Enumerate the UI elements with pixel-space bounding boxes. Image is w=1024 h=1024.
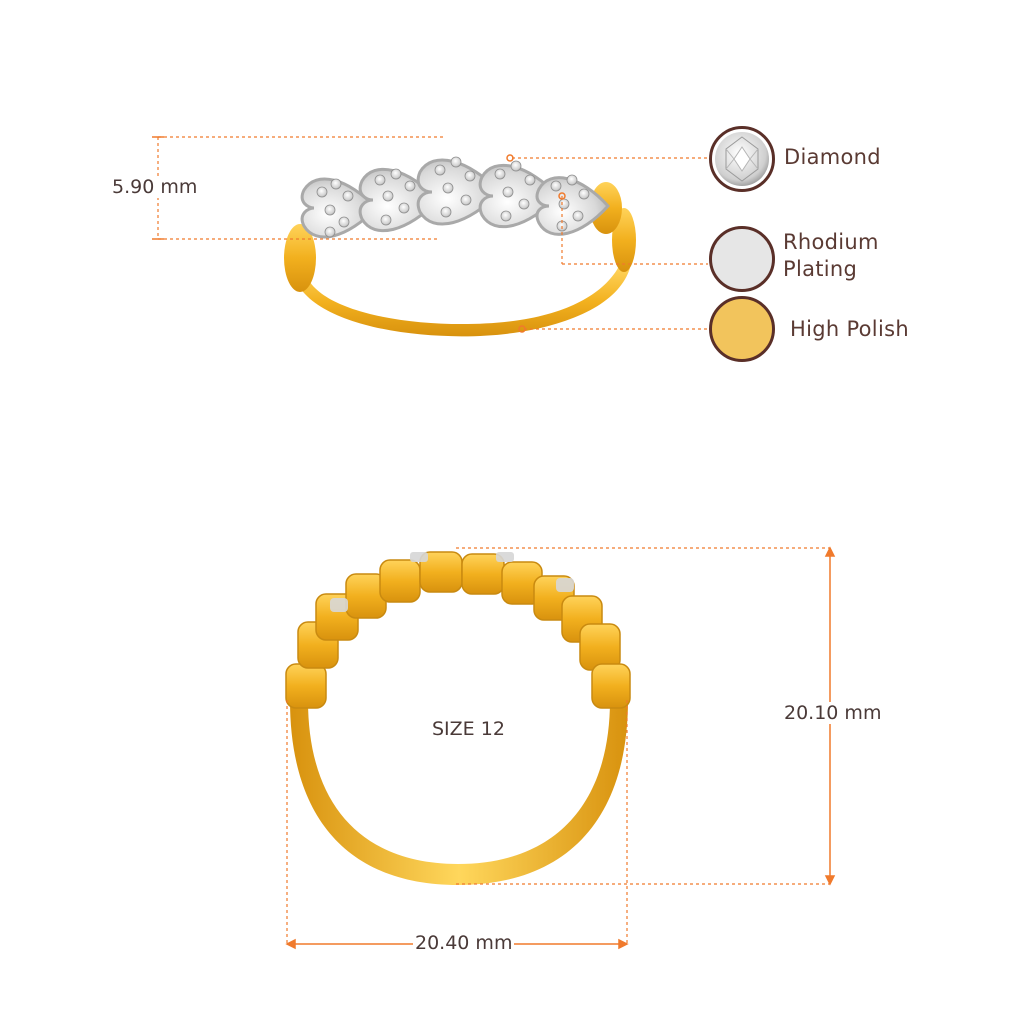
legend-rhodium-label-line2: Plating (783, 257, 858, 281)
rhodium-swatch (709, 226, 775, 292)
top-ring-hearts (300, 156, 611, 239)
ring-height-label: 20.10 mm (782, 702, 884, 724)
size-label: SIZE 12 (430, 718, 507, 740)
height-dimension-ticks (152, 136, 164, 240)
diamond-icon (715, 132, 769, 186)
ring-front-view (285, 551, 631, 885)
high-polish-swatch (709, 296, 775, 362)
legend-leader-lines (512, 157, 708, 330)
legend-diamond-label: Diamond (784, 145, 881, 169)
legend-rhodium-label-line1: Rhodium (783, 230, 879, 254)
height-label: 5.90 mm (110, 176, 200, 198)
legend-high-polish-label: High Polish (790, 317, 909, 341)
front-dimension-lines (286, 547, 830, 944)
leader-dots (506, 154, 566, 333)
ring-width-label: 20.40 mm (413, 932, 515, 954)
diamond-swatch (709, 126, 775, 192)
